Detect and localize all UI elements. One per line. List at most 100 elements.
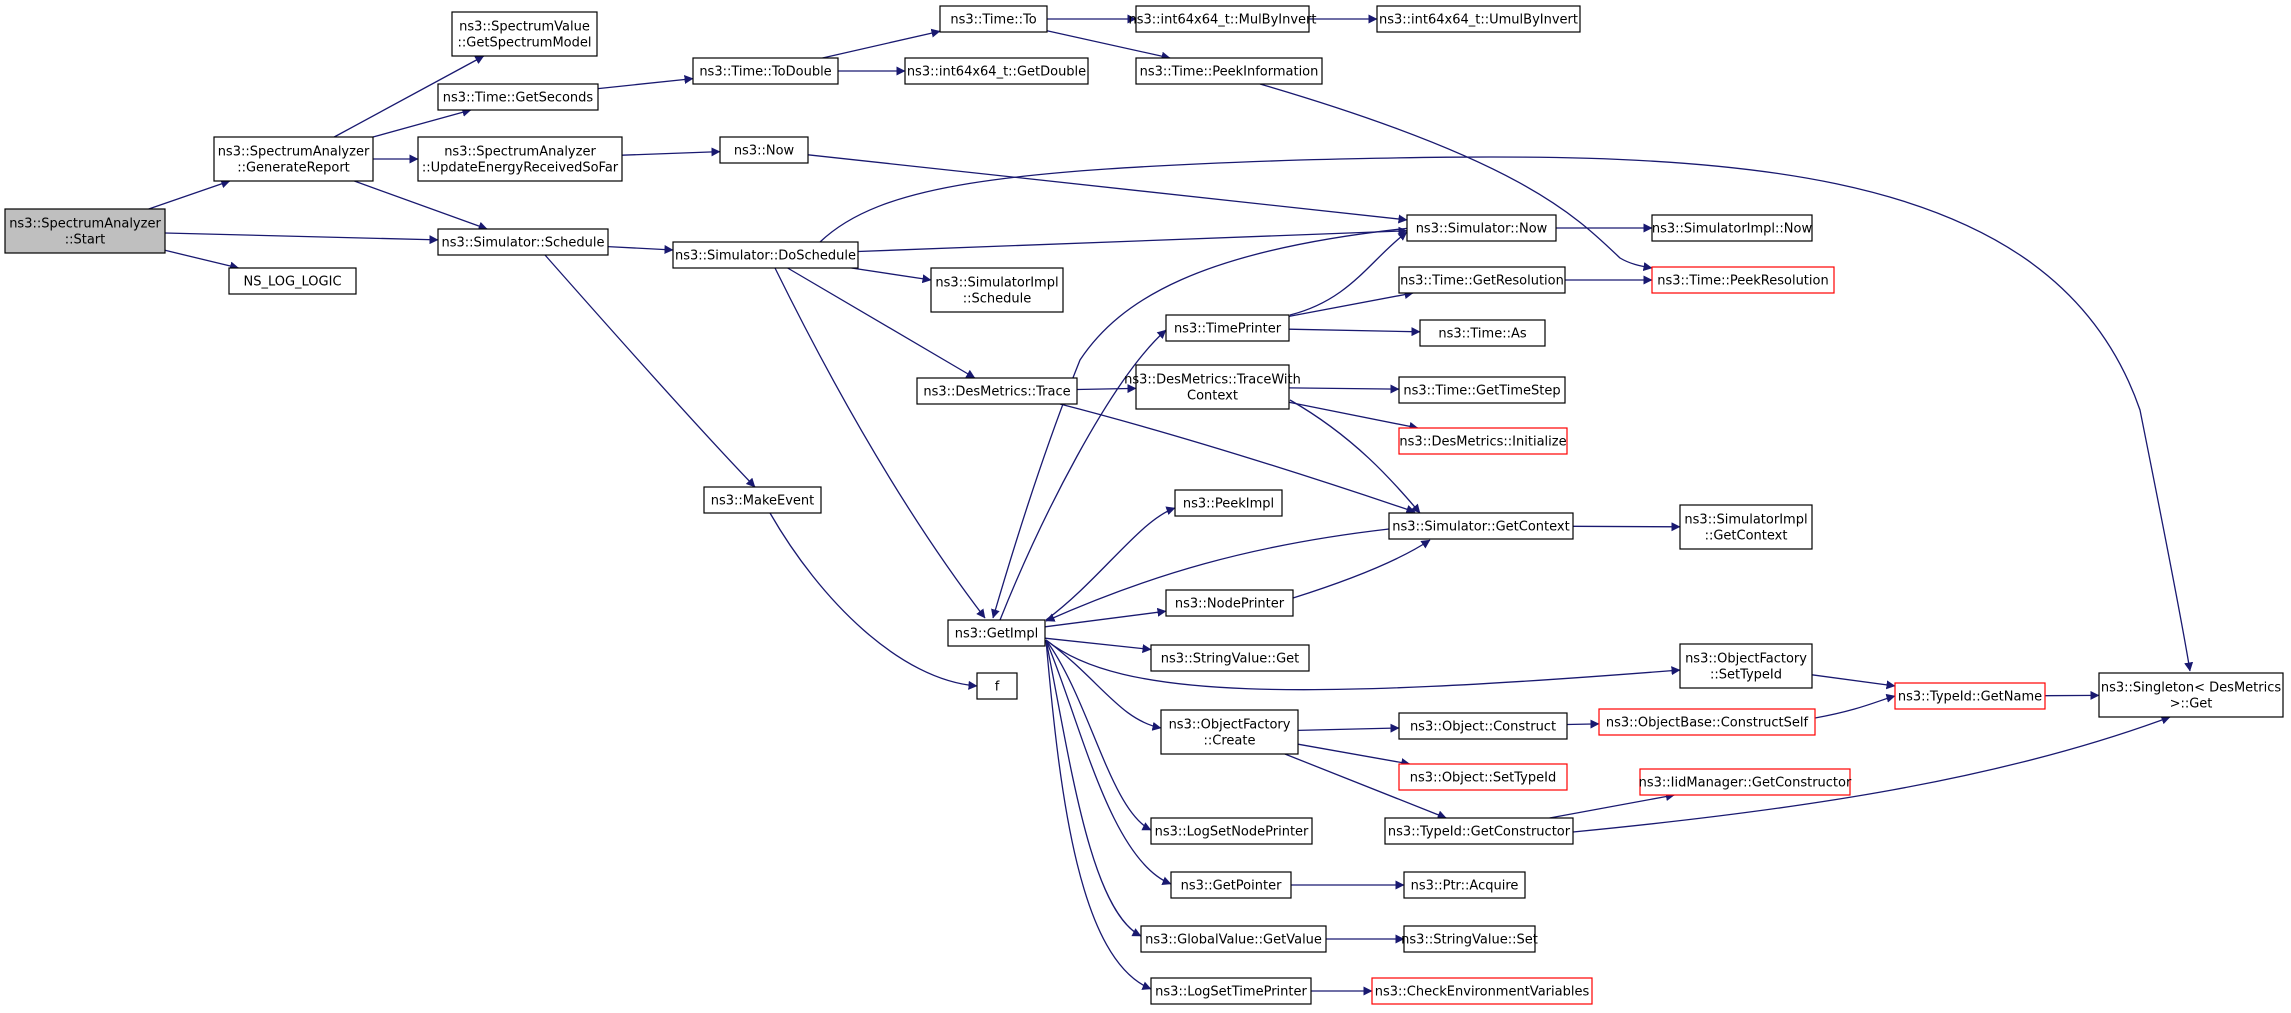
- node-checkenv[interactable]: ns3::CheckEnvironmentVariables: [1371, 977, 1593, 1005]
- node-destrace[interactable]: ns3::DesMetrics::Trace: [916, 377, 1078, 405]
- node-timeto[interactable]: ns3::Time::To: [939, 5, 1048, 33]
- node-simimplsched[interactable]: ns3::SimulatorImpl::Schedule: [930, 267, 1064, 313]
- edge-start-to-nslog: [164, 249, 240, 271]
- node-objconstruct[interactable]: ns3::Object::Construct: [1398, 712, 1568, 740]
- node-stringget[interactable]: ns3::StringValue::Get: [1150, 644, 1310, 672]
- edge-updenergy-to-now: [621, 147, 721, 157]
- node-getpointer[interactable]: ns3::GetPointer: [1170, 871, 1292, 899]
- node-getresolution[interactable]: ns3::Time::GetResolution: [1398, 266, 1566, 294]
- node-gettimestep[interactable]: ns3::Time::GetTimeStep: [1398, 376, 1566, 404]
- node-label: ns3::SimulatorImpl::Now: [1652, 222, 1813, 237]
- node-ofsettypeid[interactable]: ns3::ObjectFactory::SetTypeId: [1679, 643, 1813, 689]
- node-schedule[interactable]: ns3::Simulator::Schedule: [437, 228, 609, 256]
- node-box: [976, 672, 1018, 700]
- edge-todouble-to-timeto: [822, 28, 941, 59]
- node-ptracquire[interactable]: ns3::Ptr::Acquire: [1403, 871, 1526, 899]
- edge-ofcreate-to-typeidgetctor: [1284, 753, 1447, 820]
- node-timeas[interactable]: ns3::Time::As: [1419, 319, 1546, 347]
- node-iidgetctor[interactable]: ns3::IidManager::GetConstructor: [1639, 768, 1852, 796]
- edge-start-to-schedule: [164, 232, 439, 245]
- node-label: ::GetSpectrumModel: [458, 36, 592, 51]
- node-label: ns3::Singleton< DesMetrics: [2101, 681, 2282, 696]
- node-f[interactable]: f: [976, 672, 1018, 700]
- node-label: ns3::SimulatorImpl: [935, 276, 1058, 291]
- node-getcontext[interactable]: ns3::Simulator::GetContext: [1388, 512, 1574, 540]
- node-todouble[interactable]: ns3::Time::ToDouble: [692, 57, 839, 85]
- node-getdouble[interactable]: ns3::int64x64_t::GetDouble: [904, 57, 1089, 85]
- node-label: ns3::Simulator::Schedule: [441, 236, 604, 251]
- node-simimplgetctx[interactable]: ns3::SimulatorImpl::GetContext: [1679, 504, 1813, 550]
- edge-ofcreate-to-objsettypeid: [1297, 743, 1411, 767]
- node-label: ns3::DesMetrics::Initialize: [1399, 435, 1566, 450]
- node-desinit[interactable]: ns3::DesMetrics::Initialize: [1398, 427, 1568, 455]
- node-label: ::GenerateReport: [237, 161, 350, 176]
- node-timeprinter[interactable]: ns3::TimePrinter: [1165, 314, 1290, 342]
- node-label: ns3::Time::To: [950, 13, 1036, 28]
- node-box: [1150, 644, 1310, 672]
- node-constructself[interactable]: ns3::ObjectBase::ConstructSelf: [1598, 708, 1816, 736]
- node-label: ns3::SpectrumAnalyzer: [444, 145, 596, 160]
- node-peekresolution[interactable]: ns3::Time::PeekResolution: [1651, 266, 1835, 294]
- edge-constructself-to-typeidgetname: [1814, 693, 1896, 719]
- node-nslog[interactable]: NS_LOG_LOGIC: [228, 267, 357, 295]
- node-doschedule[interactable]: ns3::Simulator::DoSchedule: [672, 241, 859, 269]
- node-getseconds[interactable]: ns3::Time::GetSeconds: [437, 83, 599, 111]
- edge-schedule-to-doschedule: [607, 245, 674, 255]
- node-label: ns3::Time::GetResolution: [1400, 274, 1564, 289]
- node-box: [1135, 364, 1290, 410]
- node-label: ns3::StringValue::Get: [1161, 652, 1299, 667]
- node-peekinfo[interactable]: ns3::Time::PeekInformation: [1135, 57, 1323, 85]
- node-box: [1406, 214, 1557, 242]
- node-genreport[interactable]: ns3::SpectrumAnalyzer::GenerateReport: [213, 136, 374, 182]
- edge-genreport-to-getspecmodel: [333, 55, 485, 138]
- edge-getimpl-to-ofcreate: [1045, 639, 1162, 731]
- node-lognodeprinter[interactable]: ns3::LogSetNodePrinter: [1150, 817, 1313, 845]
- node-simnow[interactable]: ns3::Simulator::Now: [1406, 214, 1557, 242]
- node-getimpl[interactable]: ns3::GetImpl: [947, 619, 1046, 647]
- node-box: [939, 5, 1048, 33]
- node-makeevent[interactable]: ns3::MakeEvent: [703, 486, 822, 514]
- node-objsettypeid[interactable]: ns3::Object::SetTypeId: [1398, 763, 1568, 791]
- edge-getimpl-to-getpointer: [1045, 639, 1172, 886]
- edge-doschedule-to-getimpl: [774, 267, 986, 619]
- node-label: ns3::LogSetTimePrinter: [1155, 985, 1307, 1000]
- node-layer: ns3::SpectrumAnalyzer::Start ns3::Spectru…: [4, 5, 2284, 1005]
- node-singletonget[interactable]: ns3::Singleton< DesMetrics>::Get: [2098, 672, 2284, 718]
- edge-getimpl-to-lognodeprinter: [1045, 639, 1152, 831]
- node-nodeprinter[interactable]: ns3::NodePrinter: [1165, 589, 1294, 617]
- edge-getseconds-to-todouble: [597, 75, 694, 90]
- node-updenergy[interactable]: ns3::SpectrumAnalyzer::UpdateEnergyRecei…: [417, 136, 623, 182]
- edge-doschedule-to-singletonget: [819, 156, 2194, 672]
- node-label: ns3::Time::PeekResolution: [1657, 274, 1828, 289]
- node-label: ns3::Ptr::Acquire: [1411, 879, 1519, 894]
- node-now[interactable]: ns3::Now: [719, 136, 809, 164]
- node-getspecmodel[interactable]: ns3::SpectrumValue::GetSpectrumModel: [451, 11, 598, 57]
- node-ofcreate[interactable]: ns3::ObjectFactory::Create: [1160, 709, 1299, 755]
- node-logtimeprinter[interactable]: ns3::LogSetTimePrinter: [1150, 977, 1312, 1005]
- edge-ofsettypeid-to-typeidgetname: [1811, 674, 1896, 690]
- node-typeidgetname[interactable]: ns3::TypeId::GetName: [1894, 682, 2046, 710]
- node-umulbyinvert[interactable]: ns3::int64x64_t::UmulByInvert: [1376, 5, 1581, 33]
- node-globalgetvalue[interactable]: ns3::GlobalValue::GetValue: [1140, 925, 1327, 953]
- node-label: ns3::GlobalValue::GetValue: [1145, 933, 1322, 948]
- node-label: >::Get: [2170, 697, 2213, 712]
- node-box: [1388, 512, 1574, 540]
- node-mulbyinvert[interactable]: ns3::int64x64_t::MulByInvert: [1128, 5, 1317, 33]
- node-box: [1639, 768, 1851, 796]
- node-peekimpl[interactable]: ns3::PeekImpl: [1174, 489, 1283, 517]
- node-label: ns3::PeekImpl: [1183, 497, 1274, 512]
- node-label: ns3::Object::Construct: [1410, 720, 1556, 735]
- node-label: ns3::Simulator::DoSchedule: [675, 249, 856, 264]
- node-label: ns3::TimePrinter: [1174, 322, 1282, 337]
- node-typeidgetctor[interactable]: ns3::TypeId::GetConstructor: [1384, 817, 1574, 845]
- node-stringset[interactable]: ns3::StringValue::Set: [1401, 925, 1538, 953]
- node-label: ::Start: [65, 233, 106, 248]
- node-simimplnow[interactable]: ns3::SimulatorImpl::Now: [1651, 214, 1813, 242]
- node-label: ns3::StringValue::Set: [1401, 933, 1538, 948]
- node-box: [719, 136, 809, 164]
- edge-simnow-to-getimpl: [991, 227, 1411, 619]
- edge-timeto-to-peekinfo: [1046, 30, 1171, 61]
- node-label: ns3::Time::PeekInformation: [1140, 65, 1319, 80]
